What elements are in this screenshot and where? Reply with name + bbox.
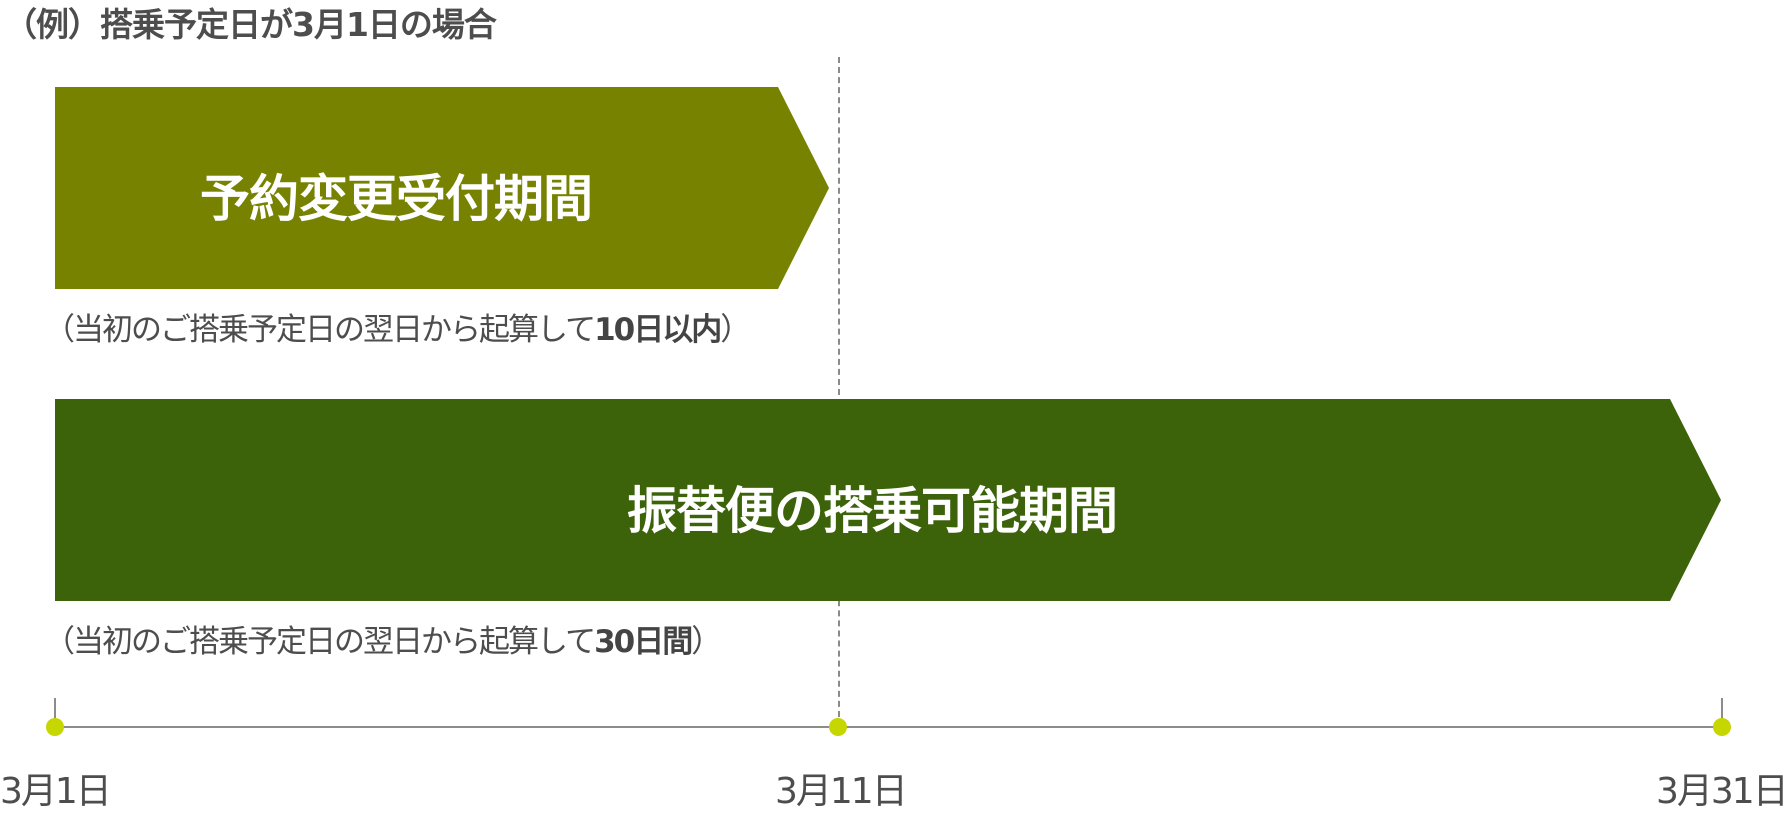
date-label-start: 3月1日 (0, 771, 112, 812)
change-acceptance-period-note: （当初のご搭乗予定日の翌日から起算して10日以内） (44, 304, 751, 349)
change-acceptance-period-arrow: 予約変更受付期間 (55, 87, 830, 289)
note-suffix: ） (720, 312, 751, 348)
note-prefix: （当初のご搭乗予定日の翌日から起算して (44, 624, 596, 660)
arrow-shape-icon (55, 399, 1721, 601)
date-label-end: 3月31日 (1656, 771, 1784, 812)
end-tick (1721, 698, 1723, 727)
alternate-flight-period-arrow: 振替便の搭乗可能期間 (55, 399, 1722, 601)
arrow-shape-icon (55, 87, 829, 289)
diagram-title: （例）搭乗予定日が3月1日の場合 (4, 5, 497, 44)
note-prefix: （当初のご搭乗予定日の翌日から起算して (44, 312, 596, 348)
day-10-dashed-divider (838, 57, 840, 727)
alternate-flight-period-label: 振替便の搭乗可能期間 (627, 482, 1118, 540)
timeline-dot-mid-icon (829, 718, 847, 736)
timeline-axis (55, 726, 1722, 728)
note-bold: 30日間 (594, 624, 693, 660)
date-label-mid: 3月11日 (775, 771, 908, 812)
note-bold: 10日以内 (594, 312, 722, 348)
change-acceptance-period-label: 予約変更受付期間 (200, 170, 593, 228)
note-suffix: ） (691, 624, 722, 660)
start-tick (54, 698, 56, 727)
timeline-dot-start-icon (46, 718, 64, 736)
alternate-flight-period-note: （当初のご搭乗予定日の翌日から起算して30日間） (44, 616, 722, 661)
timeline-dot-end-icon (1713, 718, 1731, 736)
